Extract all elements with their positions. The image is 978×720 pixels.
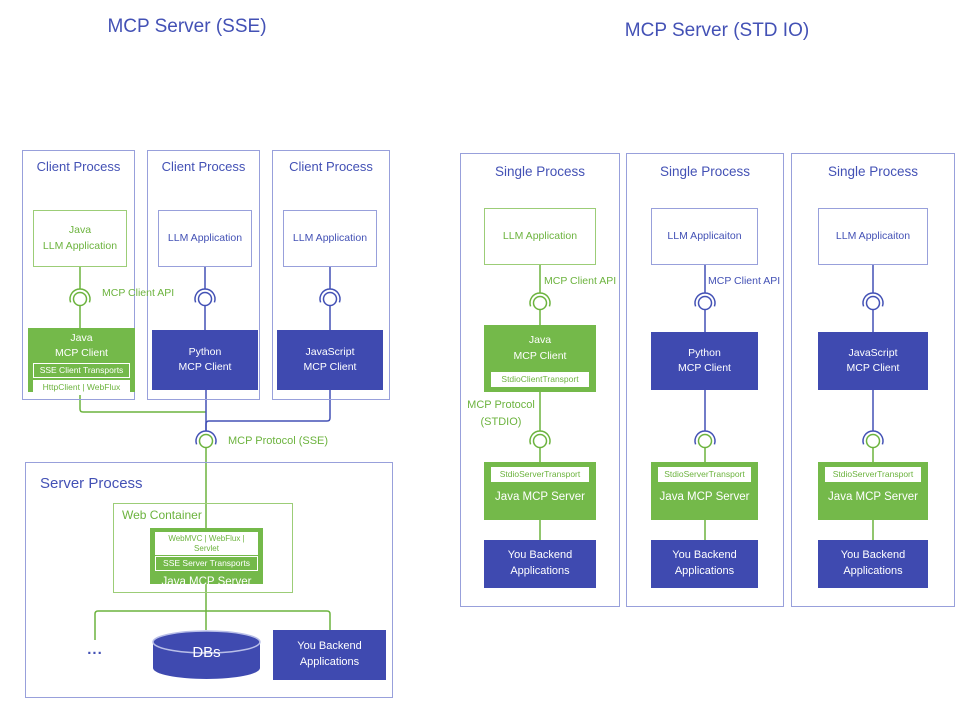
box-label-line: Python	[188, 345, 222, 358]
sse-backend-applications-box: You Backend Applications	[273, 630, 386, 680]
box-label-line: Applications	[299, 656, 360, 668]
stdio-single-process-box-3: Single Process	[791, 153, 955, 607]
stdio-diagram-title: MCP Server (STD IO)	[624, 20, 810, 41]
sse-llm-application-box-2: LLM Application	[158, 210, 252, 267]
box-label-line: MCP Client	[303, 361, 357, 373]
sse-client-transports-bar: SSE Client Transports	[33, 363, 130, 379]
stdio-mcp-client-api-label-2: MCP Client API	[708, 275, 781, 287]
sse-diagram-title: MCP Server (SSE)	[107, 16, 267, 37]
http-client-webflux-bar: HttpClient | WebFlux	[33, 380, 130, 395]
sse-javascript-mcp-client-box: JavaScript MCP Client	[277, 330, 383, 390]
web-container-box	[113, 503, 293, 593]
stdio-java-mcp-server-box-1: StdioServerTransport Java MCP Server	[484, 462, 596, 520]
client-process-label: Client Process	[161, 159, 246, 174]
protocol-label-line: (STDIO)	[480, 415, 522, 428]
box-label: Java MCP Client	[514, 325, 567, 372]
stdio-java-mcp-server-box-2: StdioServerTransport Java MCP Server	[651, 462, 758, 520]
stdio-backend-applications-box-2: You Backend Applications	[651, 540, 758, 588]
sse-java-mcp-server-box: WebMVC | WebFlux | Servlet SSE Server Tr…	[150, 528, 263, 588]
box-label-line: You Backend	[297, 640, 362, 653]
sse-mcp-protocol-label: MCP Protocol (SSE)	[228, 435, 329, 447]
box-label-line: Java MCP Server	[659, 490, 750, 503]
box-label-line: You Backend	[672, 549, 737, 562]
stdio-backend-applications-box-3: You Backend Applications	[818, 540, 928, 588]
box-label-line: You Backend	[507, 549, 573, 562]
stdio-server-transport-bar: StdioServerTransport	[658, 467, 751, 482]
box-label-line: Java MCP Server	[828, 490, 918, 503]
stdio-java-mcp-client-box: Java MCP Client StdioClientTransport	[484, 325, 596, 392]
sse-client-process-box-2: Client Process	[147, 150, 260, 400]
box-label-line: Java MCP Server	[495, 490, 585, 503]
sse-client-process-box-3: Client Process	[272, 150, 390, 400]
sse-java-mcp-client-box: Java MCP Client SSE Client Transports Ht…	[28, 328, 135, 395]
box-label-line: JavaScript	[848, 346, 898, 359]
sse-client-process-box-1: Client Process	[22, 150, 135, 400]
box-label-line: MCP Client	[55, 347, 108, 360]
stdio-client-transport-bar: StdioClientTransport	[491, 372, 589, 387]
single-process-label: Single Process	[659, 164, 751, 179]
box-label-line: JavaScript	[305, 345, 355, 358]
other-backends-ellipsis: ...	[87, 641, 103, 658]
box-label-line: You Backend	[840, 549, 906, 562]
stdio-mcp-protocol-label: MCP Protocol (STDIO)	[458, 397, 544, 430]
box-label-line: Java	[70, 332, 93, 344]
stdio-llm-application-box-3: LLM Applicaiton	[818, 208, 928, 265]
box-label-line: Python	[688, 346, 721, 359]
box-label-line: Java	[68, 224, 92, 237]
box-label-line: MCP Client	[178, 361, 232, 373]
stdio-mcp-client-api-label-1: MCP Client API	[544, 275, 617, 287]
stdio-python-mcp-client-box: Python MCP Client	[651, 332, 758, 390]
box-label-line: MCP Client	[846, 362, 900, 374]
single-process-label: Single Process	[827, 164, 919, 179]
stdio-javascript-mcp-client-box: JavaScript MCP Client	[818, 332, 928, 390]
client-process-label: Client Process	[289, 159, 373, 174]
sse-java-llm-application-box: Java LLM Application	[33, 210, 127, 267]
web-container-label: Web Container	[122, 508, 202, 522]
box-label-line: LLM Application	[292, 231, 368, 244]
sse-mcp-protocol-connector-icon	[195, 430, 217, 449]
stdio-single-process-box-1: Single Process	[460, 153, 620, 607]
protocol-label-line: MCP Protocol	[467, 399, 535, 411]
webmvc-webflux-servlet-bar: WebMVC | WebFlux | Servlet	[155, 532, 258, 555]
stdio-llm-application-box-2: LLM Applicaiton	[651, 208, 758, 265]
stdio-server-transport-bar: StdioServerTransport	[825, 467, 921, 482]
sse-server-process-box	[25, 462, 393, 698]
box-label-line: Applications	[674, 565, 735, 577]
box-label-line: LLM Applicaiton	[835, 229, 911, 242]
sse-python-mcp-client-box: Python MCP Client	[152, 330, 258, 390]
stdio-server-transport-bar: StdioServerTransport	[491, 467, 589, 482]
sse-llm-application-box-3: LLM Application	[283, 210, 377, 267]
sse-mcp-client-api-label: MCP Client API	[102, 287, 175, 299]
box-label-line: Applications	[843, 565, 903, 577]
box-label-line: Java	[528, 334, 552, 347]
single-process-label: Single Process	[494, 164, 586, 179]
box-label-line: LLM Application	[42, 239, 118, 252]
box-label-line: LLM Applicaiton	[667, 229, 742, 242]
stdio-llm-application-box-1: LLM Application	[484, 208, 596, 265]
box-label-line: MCP Client	[678, 362, 731, 374]
sse-server-transports-bar: SSE Server Transports	[155, 556, 258, 571]
box-label-line: Java MCP Server	[161, 575, 252, 588]
box-label-line: MCP Client	[513, 349, 567, 362]
box-label-line: Applications	[510, 565, 570, 577]
client-process-label: Client Process	[36, 159, 121, 174]
box-label-line: LLM Application	[502, 229, 578, 242]
server-process-label: Server Process	[40, 475, 143, 492]
dbs-label: DBs	[192, 644, 221, 661]
stdio-java-mcp-server-box-3: StdioServerTransport Java MCP Server	[818, 462, 928, 520]
box-label-line: LLM Application	[167, 231, 243, 244]
stdio-backend-applications-box-1: You Backend Applications	[484, 540, 596, 588]
stdio-single-process-box-2: Single Process	[626, 153, 784, 607]
